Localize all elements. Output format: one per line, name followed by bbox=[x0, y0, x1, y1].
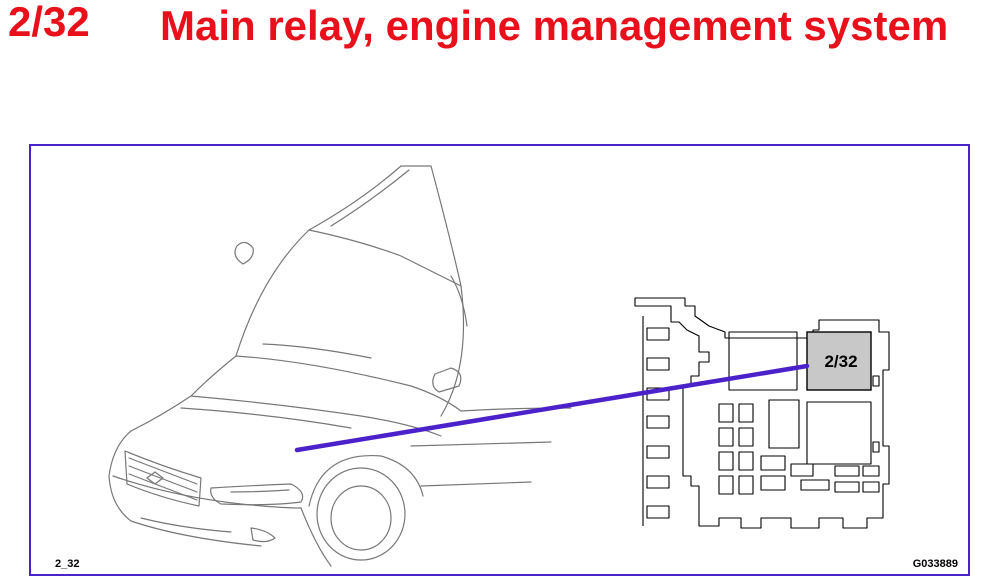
relay-box-outline bbox=[634, 297, 890, 529]
car-illustration bbox=[108, 165, 572, 567]
page-title: Main relay, engine management system bbox=[160, 2, 949, 49]
pointer-line bbox=[294, 363, 810, 453]
figure-id: 2_32 bbox=[55, 558, 80, 570]
relay-code-heading: 2/32 bbox=[8, 0, 90, 45]
diagram-frame: 2/32 2_32 G033889 bbox=[29, 144, 970, 576]
relay-label: 2/32 bbox=[824, 352, 858, 371]
diagram-canvas bbox=[108, 165, 890, 567]
image-code: G033889 bbox=[912, 558, 958, 570]
highlighted-relay bbox=[806, 331, 872, 391]
